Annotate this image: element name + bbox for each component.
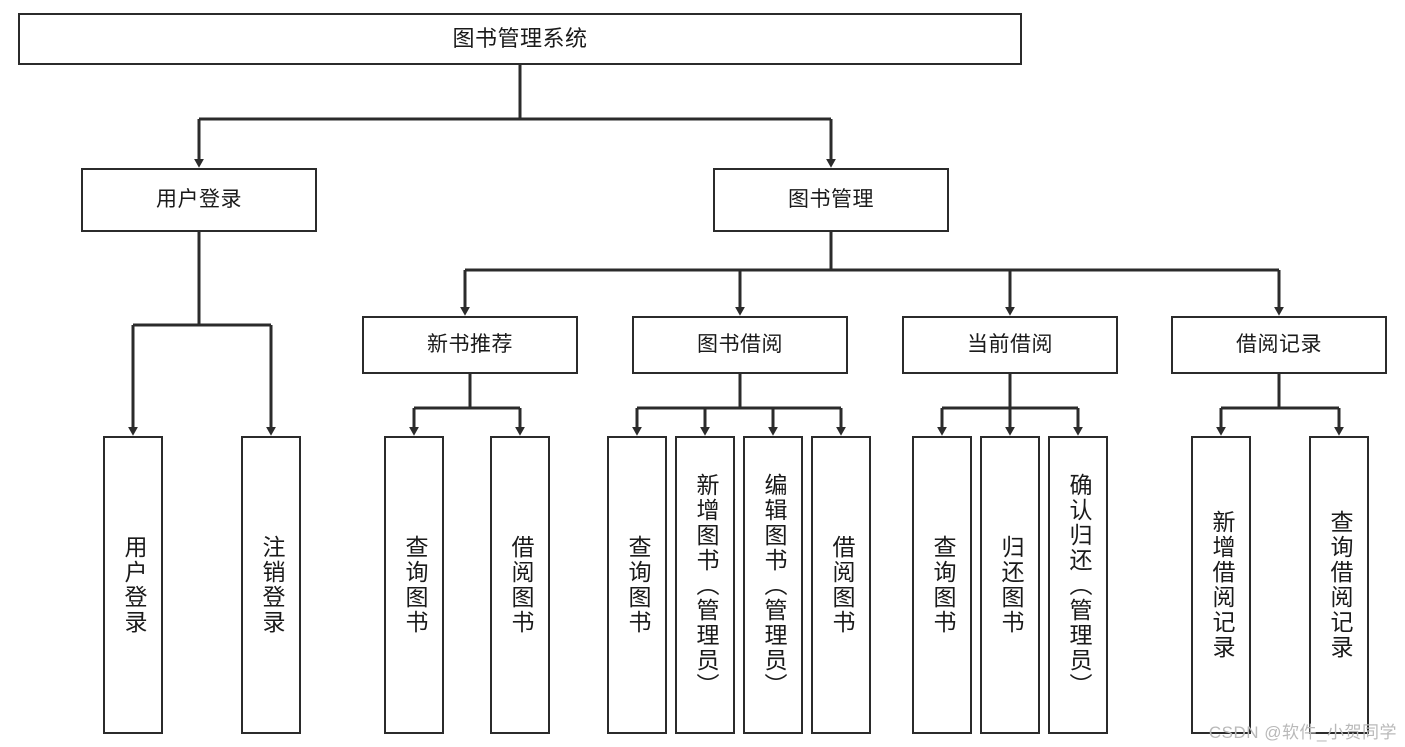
node-leaf-currentborrow-return[interactable]: 归还图书 <box>980 436 1040 734</box>
node-label: 查询借阅记录 <box>1326 510 1353 660</box>
node-leaf-bookborrow-borrow[interactable]: 借阅图书 <box>811 436 871 734</box>
node-label: 归还图书 <box>997 535 1024 635</box>
node-label: 借阅图书 <box>507 535 534 635</box>
node-leaf-records-query[interactable]: 查询借阅记录 <box>1309 436 1369 734</box>
node-label: 新增借阅记录 <box>1208 510 1235 660</box>
node-user-login[interactable]: 用户登录 <box>81 168 317 232</box>
node-label: 新书推荐 <box>427 333 513 357</box>
node-book-management[interactable]: 图书管理 <box>713 168 949 232</box>
node-label: 新增图书（管理员） <box>692 472 719 698</box>
node-leaf-bookborrow-edit[interactable]: 编辑图书（管理员） <box>743 436 803 734</box>
node-leaf-currentborrow-query[interactable]: 查询图书 <box>912 436 972 734</box>
node-leaf-records-add[interactable]: 新增借阅记录 <box>1191 436 1251 734</box>
node-leaf-currentborrow-confirm[interactable]: 确认归还（管理员） <box>1048 436 1108 734</box>
node-leaf-bookborrow-query[interactable]: 查询图书 <box>607 436 667 734</box>
node-label: 注销登录 <box>258 535 285 635</box>
node-label: 查询图书 <box>624 535 651 635</box>
node-leaf-newbook-borrow[interactable]: 借阅图书 <box>490 436 550 734</box>
node-current-borrow[interactable]: 当前借阅 <box>902 316 1118 374</box>
node-label: 确认归还（管理员） <box>1065 472 1092 698</box>
node-label: 借阅记录 <box>1236 333 1322 357</box>
node-new-book-recommend[interactable]: 新书推荐 <box>362 316 578 374</box>
node-label: 用户登录 <box>156 188 242 212</box>
node-label: 当前借阅 <box>967 333 1053 357</box>
node-label: 查询图书 <box>401 535 428 635</box>
node-book-borrow[interactable]: 图书借阅 <box>632 316 848 374</box>
node-label: 图书管理系统 <box>452 26 588 52</box>
node-leaf-user-login-signin[interactable]: 用户登录 <box>103 436 163 734</box>
node-label: 编辑图书（管理员） <box>760 472 787 698</box>
node-label: 借阅图书 <box>828 535 855 635</box>
node-label: 图书借阅 <box>697 333 783 357</box>
csdn-watermark: CSDN @软件_小贺同学 <box>1208 723 1397 742</box>
node-leaf-bookborrow-add[interactable]: 新增图书（管理员） <box>675 436 735 734</box>
node-root-system[interactable]: 图书管理系统 <box>18 13 1022 65</box>
node-leaf-user-login-signout[interactable]: 注销登录 <box>241 436 301 734</box>
node-leaf-newbook-query[interactable]: 查询图书 <box>384 436 444 734</box>
node-label: 图书管理 <box>788 188 874 212</box>
node-label: 用户登录 <box>120 535 147 635</box>
node-label: 查询图书 <box>929 535 956 635</box>
node-borrow-records[interactable]: 借阅记录 <box>1171 316 1387 374</box>
